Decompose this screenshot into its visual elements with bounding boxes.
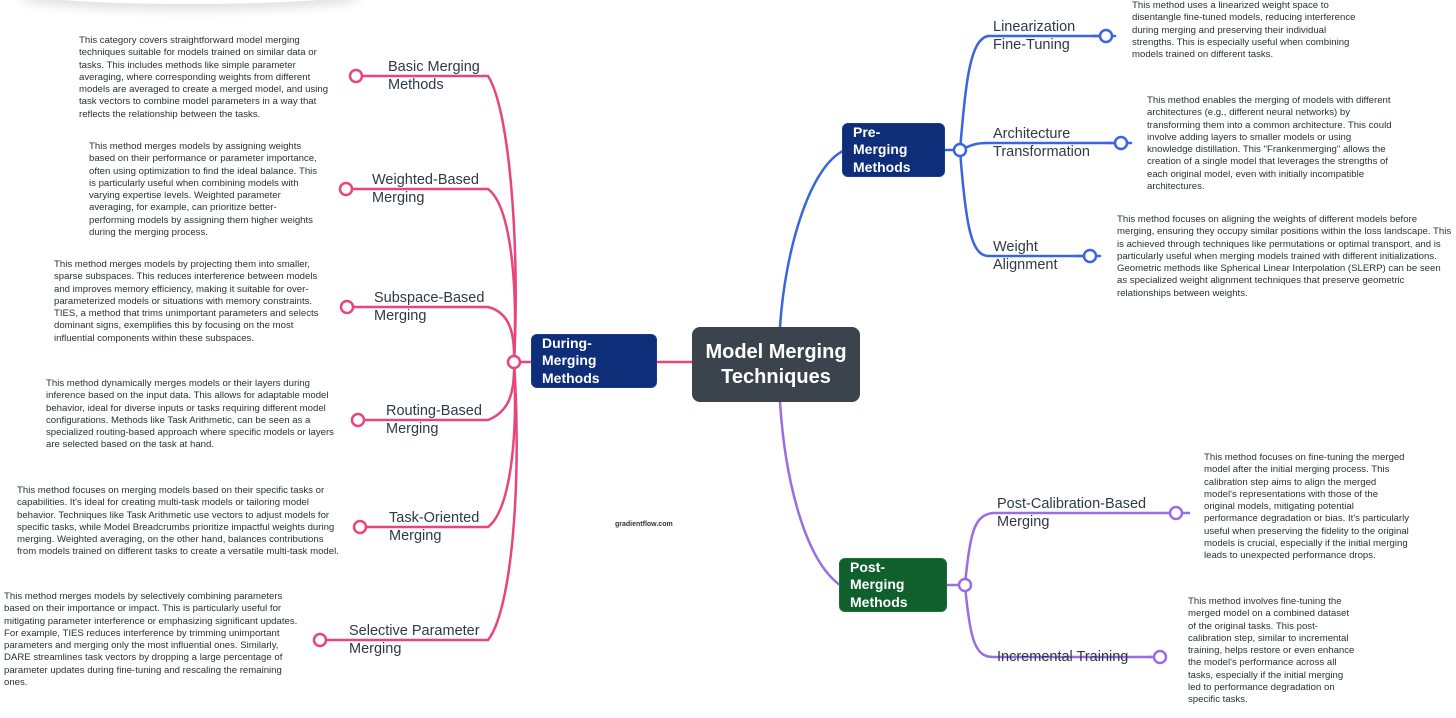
leaf-selective-parameter: Selective Parameter Merging xyxy=(349,623,480,657)
desc-selective-parameter: This method merges models by selectively… xyxy=(4,591,298,688)
desc-incremental-training: This method involves fine-tuning the mer… xyxy=(1188,596,1355,706)
node-dot-task xyxy=(352,519,368,535)
leaf-basic-merging: Basic Merging Methods xyxy=(388,59,480,93)
branch-during-merging: During-Merging Methods xyxy=(531,334,657,388)
leaf-weight-alignment: Weight Alignment xyxy=(993,239,1058,273)
node-dot-architecture xyxy=(1113,135,1129,151)
branch-pre-merging: Pre-Merging Methods xyxy=(842,123,945,177)
desc-weighted-based: This method merges models by assigning w… xyxy=(89,141,318,238)
node-dot-basic xyxy=(348,68,364,84)
node-dot-during-hub xyxy=(506,354,522,370)
desc-linearization-fine-tuning: This method uses a linearized weight spa… xyxy=(1132,0,1356,61)
connector-root-post xyxy=(778,400,842,587)
root-node: Model Merging Techniques xyxy=(692,327,860,402)
node-dot-incremental xyxy=(1152,649,1168,665)
leaf-incremental-training: Incremental Training xyxy=(997,649,1129,665)
leaf-post-calibration: Post-Calibration-Based Merging xyxy=(997,496,1147,530)
leaf-task-oriented: Task-Oriented Merging xyxy=(389,510,480,544)
node-dot-linearization xyxy=(1098,28,1114,44)
desc-weight-alignment: This method focuses on aligning the weig… xyxy=(1117,214,1452,299)
node-dot-pre-hub xyxy=(952,142,968,158)
desc-post-calibration: This method focuses on fine-tuning the m… xyxy=(1204,452,1410,562)
desc-architecture-transformation: This method enables the merging of model… xyxy=(1147,95,1392,192)
desc-subspace-based: This method merges models by projecting … xyxy=(54,259,319,344)
leaf-weighted-based: Weighted-Based Merging xyxy=(372,172,479,206)
node-dot-selective xyxy=(312,632,328,648)
leaf-routing-based: Routing-Based Merging xyxy=(386,403,482,437)
leaf-subspace-based: Subspace-Based Merging xyxy=(374,290,485,324)
desc-basic-merging: This category covers straightforward mod… xyxy=(79,35,329,120)
desc-task-oriented: This method focuses on merging models ba… xyxy=(17,485,339,558)
connector-root-pre xyxy=(778,148,847,329)
node-dot-weight-alignment xyxy=(1082,248,1098,264)
node-dot-subspace xyxy=(339,299,355,315)
watermark: gradientflow.com xyxy=(615,521,673,528)
node-dot-routing xyxy=(350,412,366,428)
node-dot-post-calibration xyxy=(1168,505,1184,521)
node-dot-weighted xyxy=(338,181,354,197)
branch-post-merging: Post-Merging Methods xyxy=(839,558,947,612)
leaf-linearization-fine-tuning: Linearization Fine-Tuning xyxy=(993,19,1076,53)
leaf-architecture-transformation: Architecture Transformation xyxy=(993,126,1090,160)
desc-routing-based: This method dynamically merges models or… xyxy=(46,378,334,451)
node-dot-post-hub xyxy=(957,577,973,593)
